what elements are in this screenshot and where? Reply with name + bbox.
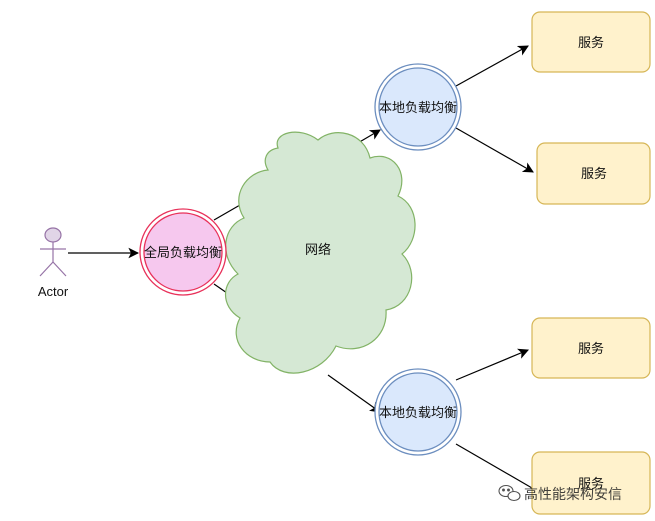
service-1-label: 服务 [578,35,604,51]
edge-local-lb-bottom-to-service-3 [455,348,529,381]
service-3-box [531,317,651,379]
service-4-box [531,451,651,515]
network-label: 网络 [305,242,331,258]
local-lb-bottom-label: 本地负载均衡 [379,406,457,421]
edge-local-lb-top-to-service-2 [455,127,534,173]
global-lb-inner-circle [143,212,223,292]
edge-local-lb-top-to-service-1 [455,45,529,87]
edge-global-lb-to-network-top [213,204,241,221]
global-load-balancer: 全局负载均衡 [139,208,227,296]
service-3: 服务 [531,317,651,379]
actor-icon [39,227,67,277]
local-load-balancer-top: 本地负载均衡 [374,63,462,151]
edge-network-to-local-lb-bottom [327,374,381,413]
edge-local-lb-bottom-to-service-4 [455,443,533,489]
service-3-label: 服务 [578,341,604,357]
service-4-label: 服务 [578,476,604,492]
service-2: 服务 [536,142,651,205]
service-2-label: 服务 [581,166,607,182]
cloud-shape [225,131,416,374]
local-lb-top-label: 本地负载均衡 [379,101,457,116]
service-2-box [536,142,651,205]
service-1-box [531,11,651,73]
service-1: 服务 [531,11,651,73]
wechat-icon [498,484,521,502]
actor-label: Actor [38,284,69,299]
watermark-text: 高性能架构安信 [524,486,622,503]
network-cloud: 网络 [225,131,416,374]
local-load-balancer-bottom: 本地负载均衡 [374,368,462,456]
actor: Actor [38,227,69,299]
service-4: 服务 [531,451,651,515]
local-lb-bottom-inner-circle [378,372,458,452]
watermark: 高性能架构安信 [498,484,622,503]
global-lb-label: 全局负载均衡 [144,245,222,261]
local-lb-top-inner-circle [378,67,458,147]
edges [68,45,534,489]
